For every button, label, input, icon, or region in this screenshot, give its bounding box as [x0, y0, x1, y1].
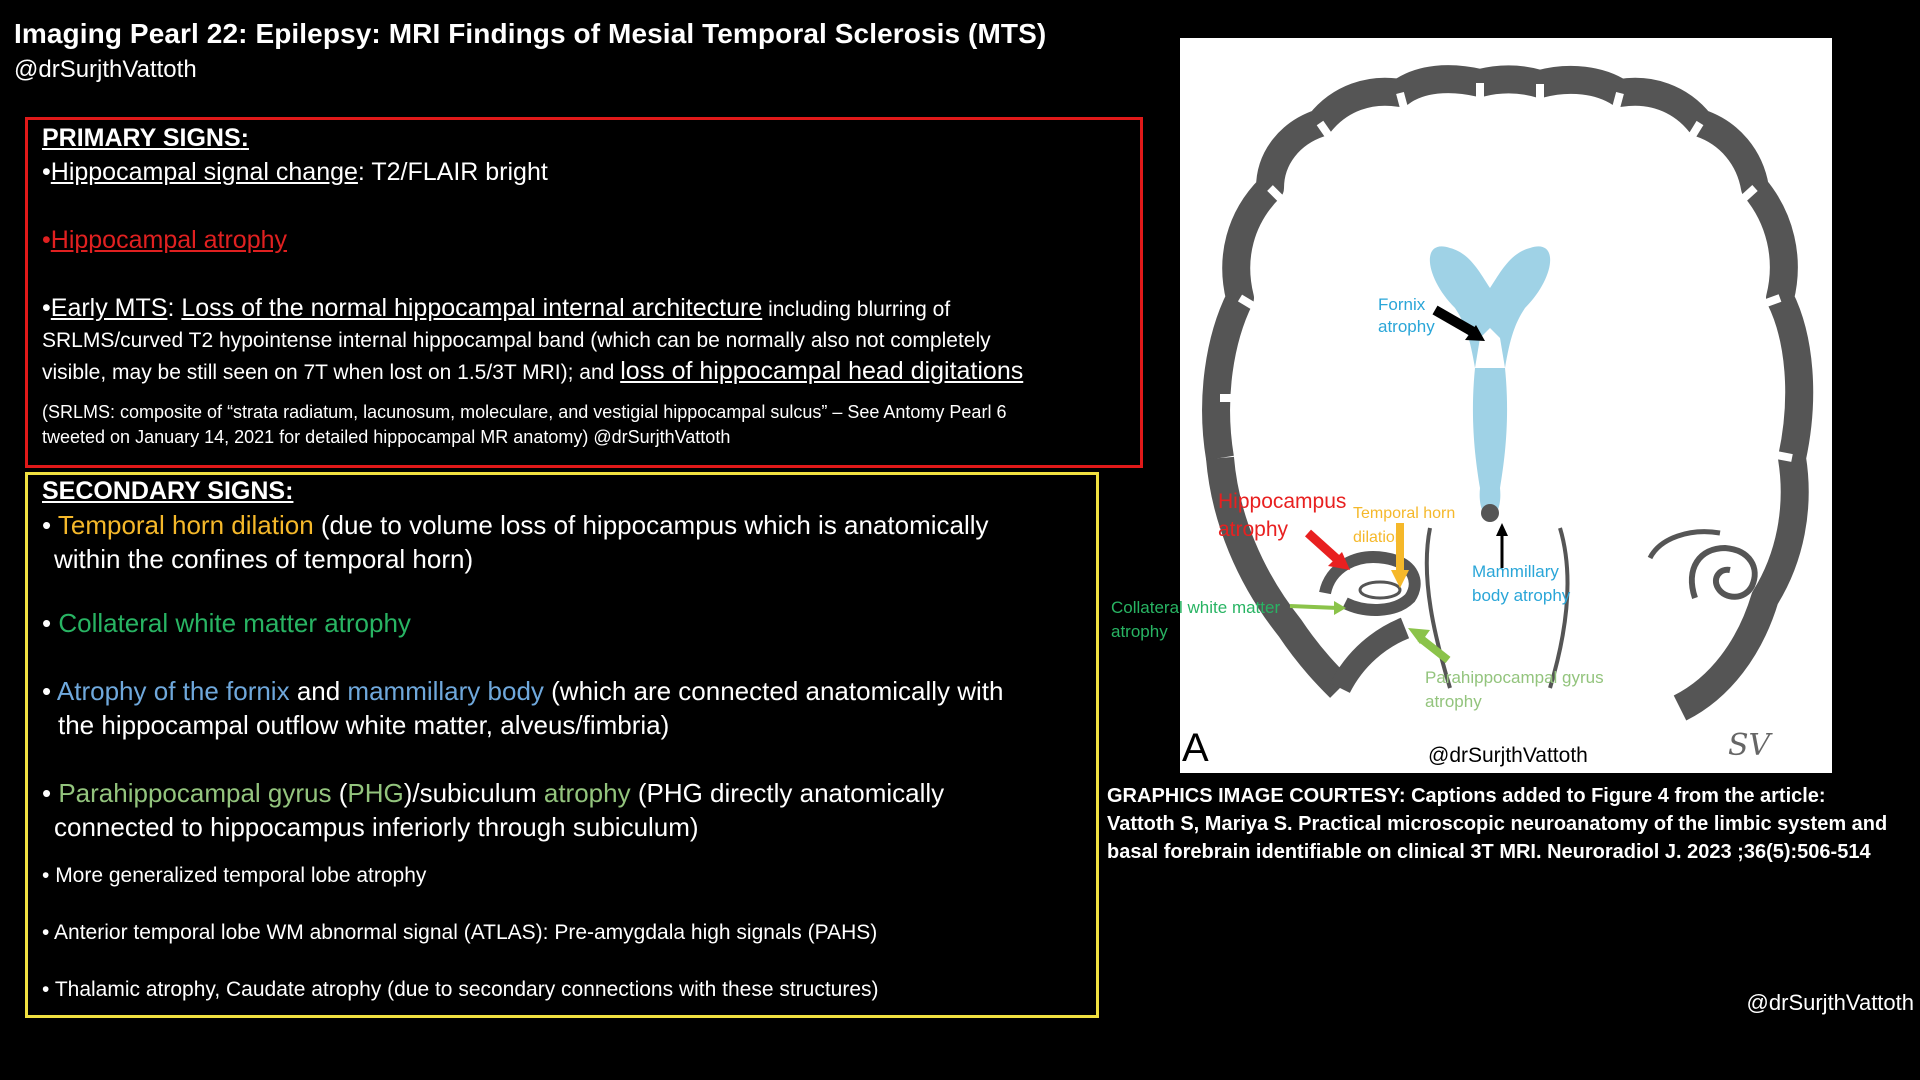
secondary-bullet-fornix: • Atrophy of the fornix and mammillary b…: [42, 676, 1004, 706]
primary-early-mts-line2: SRLMS/curved T2 hypointense internal hip…: [42, 329, 991, 352]
artist-signature: SV: [1728, 728, 1771, 763]
page-title: Imaging Pearl 22: Epilepsy: MRI Findings…: [14, 18, 1047, 49]
lateral-ventricles: [1429, 246, 1551, 368]
brain-coronal-illustration: [1202, 65, 1814, 721]
hippocampus-arrow: [1304, 529, 1342, 564]
secondary-bullet-temporal-lobe: • More generalized temporal lobe atrophy: [42, 864, 427, 887]
primary-bullet-signal-change: •Hippocampal signal change: T2/FLAIR bri…: [42, 158, 548, 186]
cortex-ribbon: [1202, 65, 1814, 721]
primary-signs-box: PRIMARY SIGNS: •Hippocampal signal chang…: [25, 117, 1143, 468]
secondary-bullet-thalamic: • Thalamic atrophy, Caudate atrophy (due…: [42, 978, 879, 1001]
primary-heading: PRIMARY SIGNS:: [42, 124, 249, 152]
secondary-heading: SECONDARY SIGNS:: [42, 477, 294, 505]
secondary-bullet-temporal-horn: • Temporal horn dilation (due to volume …: [42, 510, 989, 540]
figure-handle: @drSurjthVattoth: [1428, 744, 1588, 767]
author-handle: @drSurjthVattoth: [14, 56, 197, 83]
bottom-handle: @drSurjthVattoth: [1746, 990, 1914, 1015]
graphics-courtesy: GRAPHICS IMAGE COURTESY: Captions added …: [1107, 785, 1888, 863]
secondary-bullet-phg: • Parahippocampal gyrus (PHG)/subiculum …: [42, 778, 945, 808]
srlms-note-line2: tweeted on January 14, 2021 for detailed…: [42, 427, 731, 447]
fornix-arrow: [1432, 305, 1478, 338]
secondary-fornix-line2: the hippocampal outflow white matter, al…: [58, 710, 670, 740]
secondary-phg-line2: connected to hippocampus inferiorly thro…: [54, 812, 699, 842]
primary-early-mts-line3: visible, may be still seen on 7T when lo…: [42, 357, 1024, 385]
primary-bullet-early-mts: •Early MTS: Loss of the normal hippocamp…: [42, 294, 951, 322]
secondary-bullet-collateral: • Collateral white matter atrophy: [42, 608, 411, 638]
srlms-note-line1: (SRLMS: composite of “strata radiatum, l…: [42, 402, 1007, 422]
parahippocampal-arrow: [1417, 634, 1451, 664]
third-ventricle: [1472, 368, 1508, 518]
secondary-signs-box: SECONDARY SIGNS: • Temporal horn dilatio…: [25, 472, 1099, 1018]
secondary-bullet-atlas: • Anterior temporal lobe WM abnormal sig…: [42, 921, 878, 944]
panel-letter: A: [1182, 726, 1209, 770]
collateral-arrow: [1289, 604, 1339, 610]
primary-bullet-atrophy: •Hippocampal atrophy: [42, 226, 288, 254]
secondary-temporal-horn-line2: within the confines of temporal horn): [54, 544, 474, 574]
